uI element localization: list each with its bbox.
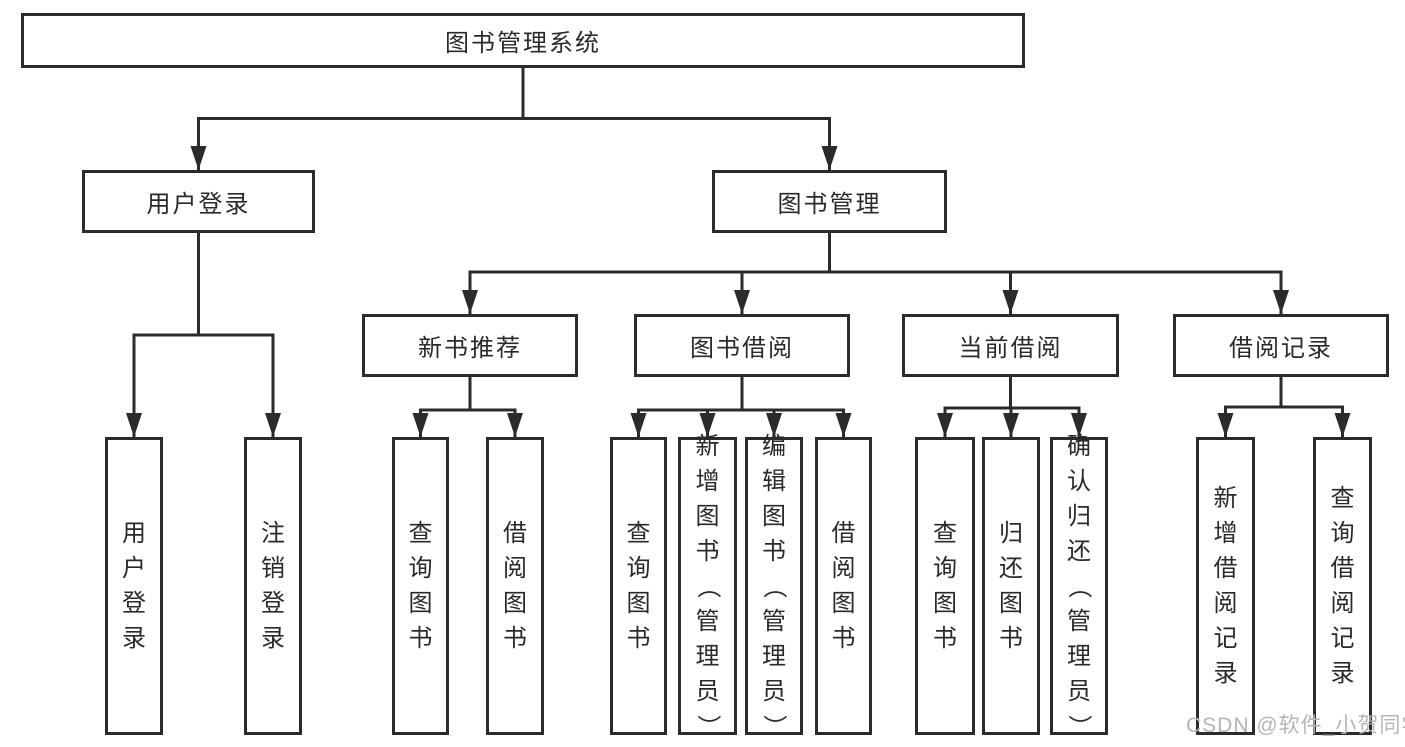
- node-label: 注销登录: [261, 520, 285, 652]
- csdn-watermark: CSDN @软件_小贺同学: [1186, 714, 1405, 737]
- node-label: 编辑图书（管理员）: [760, 432, 788, 739]
- node-label: 查询图书: [626, 520, 651, 652]
- node-new-book-recommend: 新书推荐: [362, 314, 578, 377]
- leaf-cb-confirm-return-admin: 确认归还（管理员）: [1050, 433, 1108, 738]
- node-label: 图书管理系统: [445, 30, 601, 57]
- node-label: 借阅记录: [1229, 335, 1333, 362]
- node-label: 归还图书: [999, 520, 1023, 652]
- node-label: 用户登录: [122, 520, 146, 652]
- node-book-borrowing: 图书借阅: [634, 314, 850, 377]
- leaf-logout-login: 注销登录: [244, 437, 302, 735]
- node-label: 图书借阅: [690, 335, 794, 362]
- leaf-bb-edit-book-admin: 编辑图书（管理员）: [745, 433, 803, 738]
- node-label: 查询图书: [933, 520, 957, 652]
- leaf-cb-return-book: 归还图书: [982, 437, 1040, 735]
- node-label: 图书管理: [777, 191, 882, 218]
- node-label: 新增借阅记录: [1213, 485, 1238, 687]
- node-borrow-records: 借阅记录: [1173, 314, 1389, 377]
- leaf-bb-borrow-book: 借阅图书: [815, 437, 872, 735]
- node-label: 借阅图书: [831, 520, 856, 652]
- leaf-br-query-record: 查询借阅记录: [1313, 437, 1372, 735]
- node-label: 用户登录: [146, 191, 251, 218]
- node-label: 新书推荐: [418, 335, 522, 362]
- node-label: 确认归还（管理员）: [1065, 432, 1093, 739]
- leaf-bb-add-book-admin: 新增图书（管理员）: [678, 433, 737, 738]
- leaf-nb-borrow-book: 借阅图书: [486, 437, 544, 735]
- node-book-management: 图书管理: [712, 170, 947, 233]
- node-root-system: 图书管理系统: [21, 13, 1025, 68]
- node-label: 当前借阅: [958, 335, 1063, 362]
- node-current-borrowing: 当前借阅: [902, 314, 1119, 377]
- leaf-br-add-record: 新增借阅记录: [1196, 437, 1255, 735]
- leaf-cb-query-book: 查询图书: [915, 437, 975, 735]
- node-label: 查询图书: [408, 520, 433, 652]
- leaf-nb-query-book: 查询图书: [392, 437, 449, 735]
- node-user-login: 用户登录: [82, 170, 315, 233]
- node-label: 新增图书（管理员）: [694, 432, 721, 739]
- node-label: 借阅图书: [503, 520, 527, 652]
- node-label: 查询借阅记录: [1330, 485, 1355, 687]
- leaf-bb-query-book: 查询图书: [610, 437, 667, 735]
- leaf-user-login: 用户登录: [105, 437, 163, 735]
